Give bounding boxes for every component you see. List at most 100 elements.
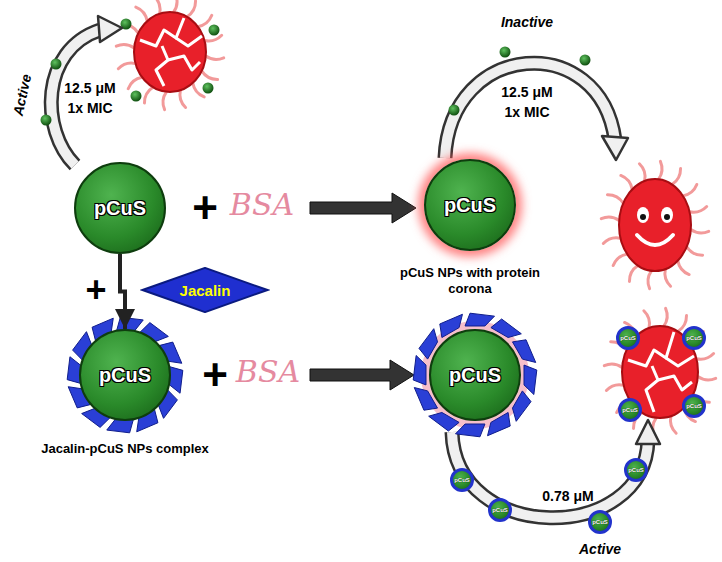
node-label: pCuS [99, 364, 151, 387]
complex-particle: pCuS [616, 326, 640, 350]
arrow-body [51, 30, 100, 165]
jacalin-shell [413, 313, 537, 437]
flagellum [601, 217, 619, 220]
crack [168, 56, 200, 70]
dose-label: 12.5 μM [501, 85, 552, 99]
node-label: pCuS [444, 194, 496, 217]
corona-nanoparticle: pCuSpCuS NPs with protein corona [424, 159, 516, 251]
flagellum [116, 45, 134, 48]
protein-label: BSA [236, 357, 300, 387]
flagellum [698, 377, 716, 380]
plus-sign: + [202, 353, 228, 397]
inactive-arrow [445, 63, 628, 160]
flagellum [163, 92, 166, 110]
dose-label: 0.78 μM [542, 489, 593, 503]
crack [666, 356, 694, 366]
flagellum [621, 175, 632, 189]
crack [658, 376, 692, 390]
intact-bacterium [601, 161, 708, 288]
flagellum [128, 77, 142, 88]
arrow-outline [452, 432, 648, 518]
flagellum [644, 311, 650, 328]
flagellum [665, 269, 671, 286]
flagellum [154, 0, 160, 14]
flagellum [174, 0, 177, 12]
reaction-arrow [310, 360, 414, 390]
jacalin-unit [455, 424, 484, 437]
protein-corona [421, 321, 529, 429]
cell-body [134, 12, 206, 92]
nanoparticle-dot [580, 55, 591, 66]
active-arrow [51, 16, 122, 165]
crack [140, 18, 184, 46]
flagellum [204, 35, 221, 41]
activity-label: Active [11, 73, 33, 117]
node-label: pCuS [492, 507, 508, 513]
crack [176, 36, 202, 46]
flagellum [687, 247, 703, 256]
flagellum [696, 354, 713, 360]
complex-particle: pCuS [682, 326, 706, 350]
flagellum [187, 1, 196, 17]
flagellum [678, 261, 689, 275]
nanoparticle-circle: pCuS [74, 162, 166, 254]
crack [156, 46, 168, 86]
flagellum [648, 271, 651, 289]
nanoparticle-dot [449, 105, 460, 116]
flagellum [202, 71, 218, 80]
eye [661, 207, 673, 223]
node-caption: pCuS NPs with protein corona [385, 265, 555, 298]
nanoparticle-dot [203, 83, 214, 94]
nanoparticle-dot [131, 91, 142, 102]
crack [646, 366, 658, 412]
jacalin-unit [465, 313, 494, 326]
jacalin-unit [413, 355, 426, 384]
flagellum [607, 195, 623, 204]
jacalin-shell [67, 317, 183, 433]
arrow-outline [445, 63, 615, 158]
arrow-body [452, 432, 648, 518]
nanoparticle-circle: pCuS [429, 329, 521, 421]
node-label: pCuS [628, 467, 644, 473]
dose-label: 12.5 μM [64, 81, 115, 95]
flagellum [206, 56, 224, 59]
nanoparticle-dot [209, 25, 220, 36]
protein-label: BSA [230, 190, 294, 220]
node-label: pCuS [686, 335, 702, 341]
flagellum [604, 364, 622, 367]
node-label: pCuS [622, 407, 638, 413]
complex-particle: pCuS [618, 398, 642, 422]
arrow-outline [51, 30, 100, 165]
cell-body [619, 179, 691, 271]
flagellum [639, 164, 645, 181]
node-label: pCuS [620, 335, 636, 341]
node-label: pCuS [686, 403, 702, 409]
node-label: Jacalin [180, 282, 231, 299]
pupil [640, 214, 646, 220]
nanoparticle-dot [500, 47, 511, 58]
flagellum [180, 90, 186, 107]
pupil [664, 214, 670, 220]
activity-label: Inactive [501, 15, 553, 29]
plus-sign: + [85, 272, 106, 308]
flagellum [664, 308, 667, 326]
complex-particle: pCuS [588, 510, 612, 534]
flagellum [691, 230, 709, 233]
flagellum [603, 238, 620, 244]
dose-label: 1x MIC [67, 101, 112, 115]
node-label: pCuS [94, 197, 146, 220]
arrow-head [636, 420, 660, 444]
flagellum [198, 15, 212, 26]
jacalin-unit [524, 365, 537, 394]
dose-label: 1x MIC [504, 105, 549, 119]
flagellum [659, 161, 662, 179]
flagellum [670, 416, 676, 433]
arrow-body [445, 63, 615, 158]
node-label: pCuS [592, 519, 608, 525]
node-caption: Jacalin-pCuS NPs complex [40, 441, 210, 457]
flagellum [606, 385, 623, 391]
activity-label: Active [579, 542, 621, 556]
flagellum [136, 7, 147, 21]
arrow-head [98, 16, 122, 42]
